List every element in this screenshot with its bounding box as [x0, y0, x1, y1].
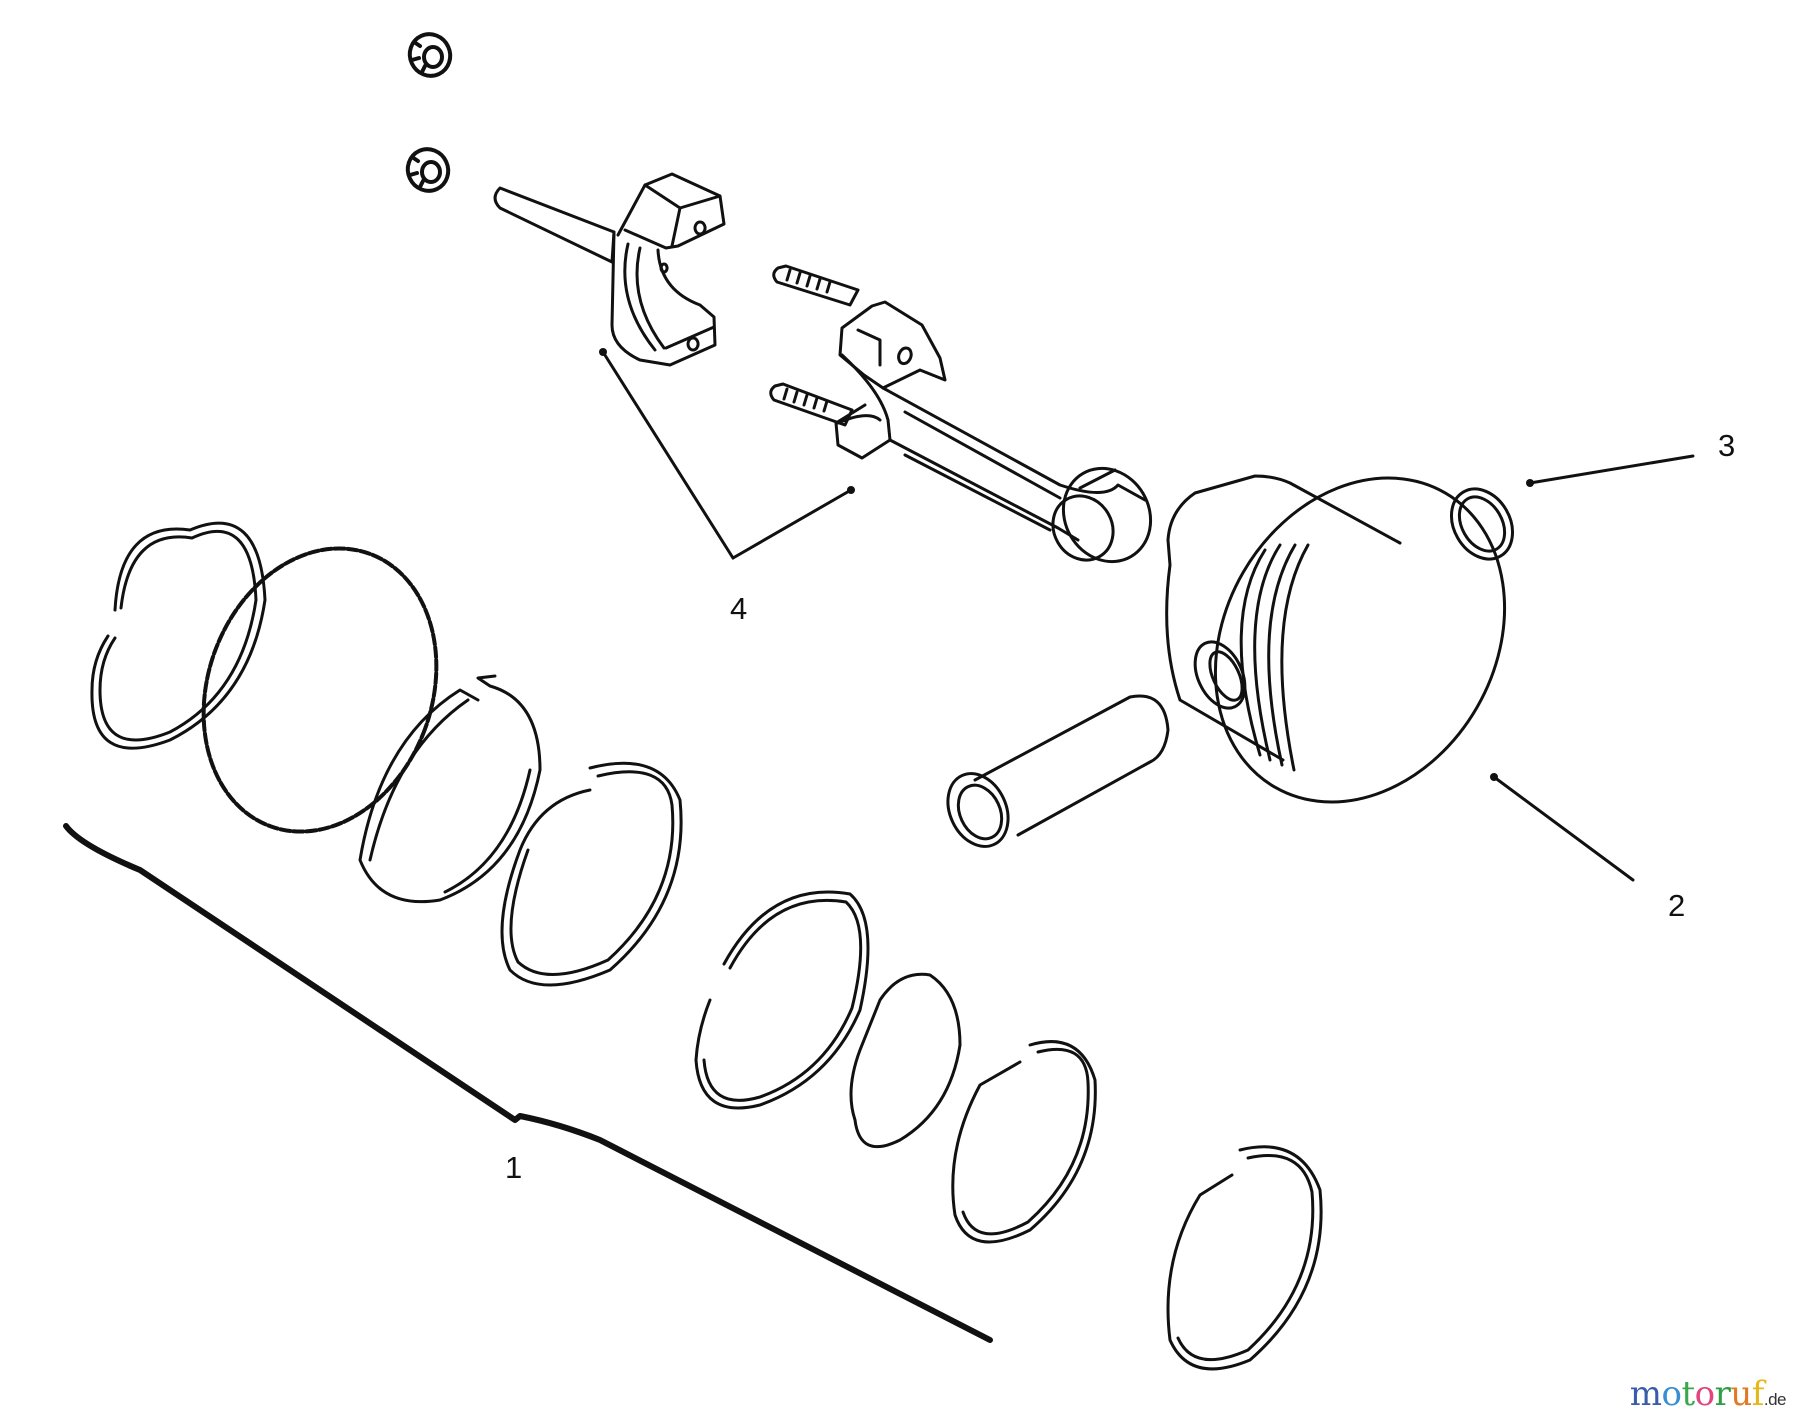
wm-letter: o	[1661, 1374, 1682, 1414]
callout-1: 1	[505, 1150, 523, 1185]
bracket-1	[63, 823, 993, 1343]
wm-letter: u	[1730, 1374, 1752, 1414]
callout-2: 2	[1668, 888, 1686, 923]
leader-3	[1528, 454, 1695, 485]
wm-letter: r	[1714, 1374, 1731, 1414]
connecting-rod	[769, 264, 1153, 564]
connecting-rod-cap	[493, 172, 726, 367]
nut-lower	[405, 147, 451, 193]
leader-4-right	[731, 488, 853, 560]
piston	[1165, 474, 1507, 804]
nut-upper	[407, 32, 453, 78]
wm-letter: t	[1681, 1374, 1695, 1414]
piston-rings-right	[694, 890, 1323, 1371]
leader-lines	[63, 350, 1695, 1343]
piston-rings-left	[90, 521, 683, 987]
wm-letter: f	[1751, 1374, 1765, 1414]
wm-tld: .de	[1763, 1390, 1787, 1409]
leader-4-left	[601, 350, 735, 560]
leader-2	[1492, 775, 1635, 882]
callout-4: 4	[730, 591, 748, 626]
wm-letter: o	[1694, 1374, 1715, 1414]
piston-pin	[946, 694, 1170, 848]
motoruf-watermark: motoruf.de	[1629, 1374, 1787, 1414]
callout-3: 3	[1718, 428, 1736, 463]
retaining-ring	[1450, 487, 1514, 561]
wm-letter: m	[1629, 1374, 1662, 1414]
